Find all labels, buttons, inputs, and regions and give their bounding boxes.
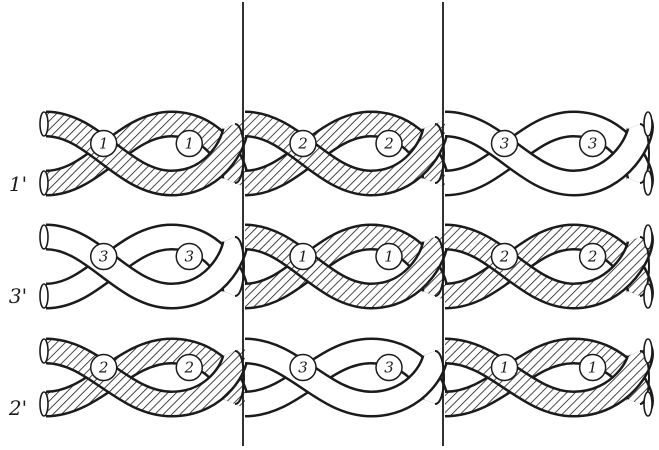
side-label-2: 3' <box>9 284 27 308</box>
strand-number-badge: 2 <box>91 355 117 381</box>
side-label-3: 2' <box>8 396 27 420</box>
strand-number: 1 <box>384 248 394 266</box>
strand-number: 3 <box>184 248 194 266</box>
strand-number-badge: 3 <box>290 355 316 381</box>
strand-number: 3 <box>384 359 394 377</box>
strand-number-badge: 1 <box>376 244 402 270</box>
strand-number: 2 <box>587 248 598 266</box>
strand-number: 2 <box>183 359 194 377</box>
rope-end-cap <box>644 225 652 249</box>
rope-end-cap <box>40 284 48 308</box>
side-labels: 1' 3' 2' <box>8 172 27 420</box>
side-label-1: 1' <box>9 172 27 196</box>
rope-end-cap <box>644 392 652 416</box>
strand-number: 3 <box>588 135 598 153</box>
rope-end-cap <box>644 112 652 136</box>
strand-number-badge: 3 <box>91 244 117 270</box>
strand-number: 2 <box>297 135 308 153</box>
strand-number-badge: 3 <box>580 131 606 157</box>
strand-number: 2 <box>383 135 394 153</box>
strand-number: 2 <box>499 248 510 266</box>
strand-number-badge: 2 <box>290 131 316 157</box>
strand-number-badge: 2 <box>176 355 202 381</box>
rope-end-cap <box>644 284 652 308</box>
strand-number: 1 <box>298 248 308 266</box>
strand-number-badge: 2 <box>492 244 518 270</box>
strand-number: 2 <box>98 359 109 377</box>
strand-number: 1 <box>99 135 109 153</box>
strand-number-badge: 1 <box>290 244 316 270</box>
strand-number: 3 <box>99 248 109 266</box>
strand-number: 1 <box>588 359 598 377</box>
strand-number-badge: 1 <box>91 131 117 157</box>
rope-end-cap <box>644 339 652 363</box>
strand-number-badge: 1 <box>492 355 518 381</box>
strand-number: 3 <box>500 135 510 153</box>
strand-number: 1 <box>500 359 510 377</box>
strand-number-badge: 3 <box>492 131 518 157</box>
strand-number-badge: 3 <box>176 244 202 270</box>
rope-end-cap <box>40 339 48 363</box>
rope-end-cap <box>40 171 48 195</box>
rope-end-cap <box>40 392 48 416</box>
strand-number-badge: 3 <box>376 355 402 381</box>
strand-number: 3 <box>298 359 308 377</box>
rope-end-cap <box>40 112 48 136</box>
strand-number-badge: 1 <box>176 131 202 157</box>
strand-number-badge: 2 <box>376 131 402 157</box>
rope-strands <box>40 112 652 416</box>
strand-number: 1 <box>184 135 194 153</box>
rope-end-cap <box>644 171 652 195</box>
rope-end-cap <box>40 225 48 249</box>
strand-number-badge: 1 <box>580 355 606 381</box>
strand-number-badge: 2 <box>580 244 606 270</box>
